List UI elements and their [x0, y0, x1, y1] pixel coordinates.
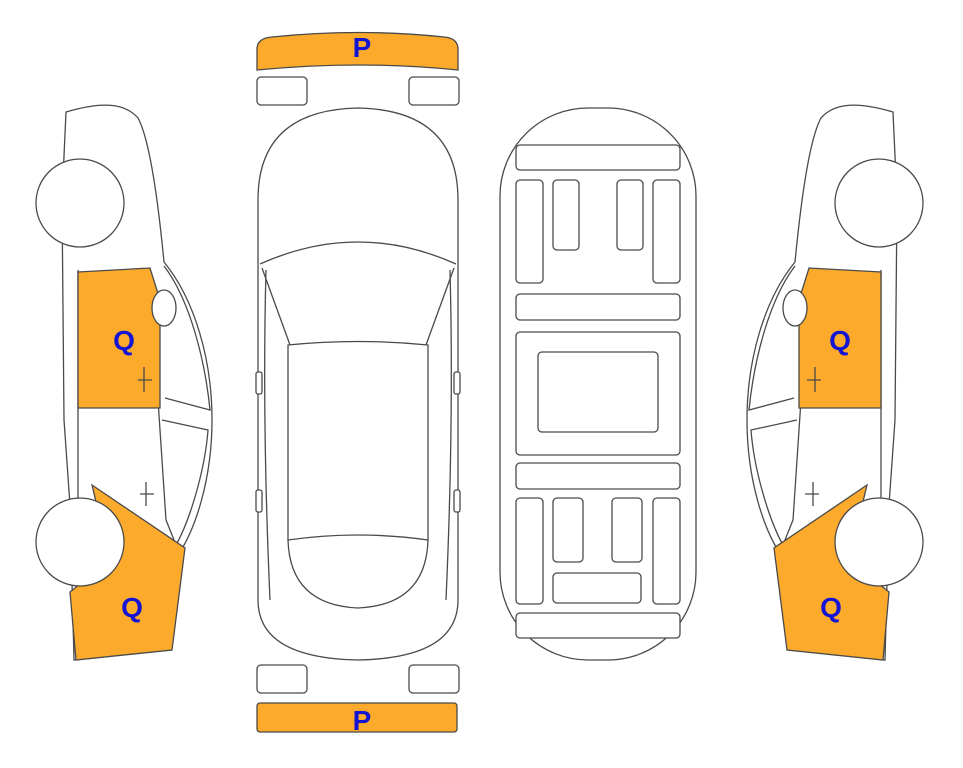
top-rear-window: [287, 539, 429, 609]
front-bumper-panel: [256, 31, 459, 71]
underbody-front-inner-left: [552, 179, 580, 251]
top-body-outline: [257, 107, 459, 661]
left-mirror: [151, 289, 177, 327]
right-front-door-label: Q: [829, 325, 851, 356]
rear-bumper-panel: [256, 702, 458, 733]
top-a-pillar-right: [425, 267, 455, 346]
right-side-view: [746, 104, 924, 661]
right-rear-glass: [750, 419, 798, 546]
right-rear-handle-icon: [805, 482, 819, 506]
top-a-pillar-left: [261, 267, 291, 346]
top-windshield-line: [259, 241, 457, 265]
top-right-mirror: [453, 371, 461, 395]
underbody-rear-right-rail: [652, 497, 681, 605]
left-rear-glass: [161, 419, 209, 546]
top-right-side-line: [445, 269, 452, 601]
right-front-door-panel: [798, 267, 882, 409]
underbody-rear-inner-right: [611, 497, 643, 563]
top-left-mirror: [255, 371, 263, 395]
right-front-wheel: [834, 158, 924, 248]
left-rear-wheel: [35, 497, 125, 587]
top-left-rear-handle: [255, 489, 263, 513]
top-right-rear-handle: [453, 489, 461, 513]
rear-left-light: [256, 664, 308, 694]
right-front-handle-icon: [807, 367, 821, 392]
right-rear-quarter-label: Q: [820, 592, 842, 623]
underbody-rear-center: [552, 572, 642, 604]
underbody-rear-inner-left: [552, 497, 584, 563]
underbody-front-left-rail: [515, 179, 544, 284]
left-front-wheel: [35, 158, 125, 248]
left-front-handle-icon: [138, 367, 152, 392]
left-windshield: [163, 265, 211, 411]
left-side-view: Q Q: [35, 104, 213, 661]
left-rear-handle-icon: [140, 482, 154, 506]
top-left-side-line: [264, 269, 271, 601]
underbody-rear-bar: [515, 612, 681, 639]
underbody-cross-member-2: [515, 462, 681, 490]
rear-bumper-label: P: [353, 705, 372, 736]
right-mirror: [782, 289, 808, 327]
left-front-door-label: Q: [113, 325, 135, 356]
underbody-front-right-rail: [652, 179, 681, 284]
underbody-view: [499, 107, 697, 661]
underbody-cross-member-1: [515, 293, 681, 321]
front-right-light: [408, 76, 460, 106]
underbody-front-inner-right: [616, 179, 644, 251]
front-bumper-label: P: [353, 32, 372, 63]
underbody-center-panel: [537, 351, 659, 433]
right-rear-wheel: [834, 497, 924, 587]
right-windshield: [748, 265, 796, 411]
underbody-rear-left-rail: [515, 497, 544, 605]
left-front-door-panel: [77, 267, 161, 409]
top-view: P P: [255, 31, 461, 736]
front-left-light: [256, 76, 308, 106]
underbody-front-bar: [515, 144, 681, 171]
rear-right-light: [408, 664, 460, 694]
left-rear-quarter-label: Q: [121, 592, 143, 623]
